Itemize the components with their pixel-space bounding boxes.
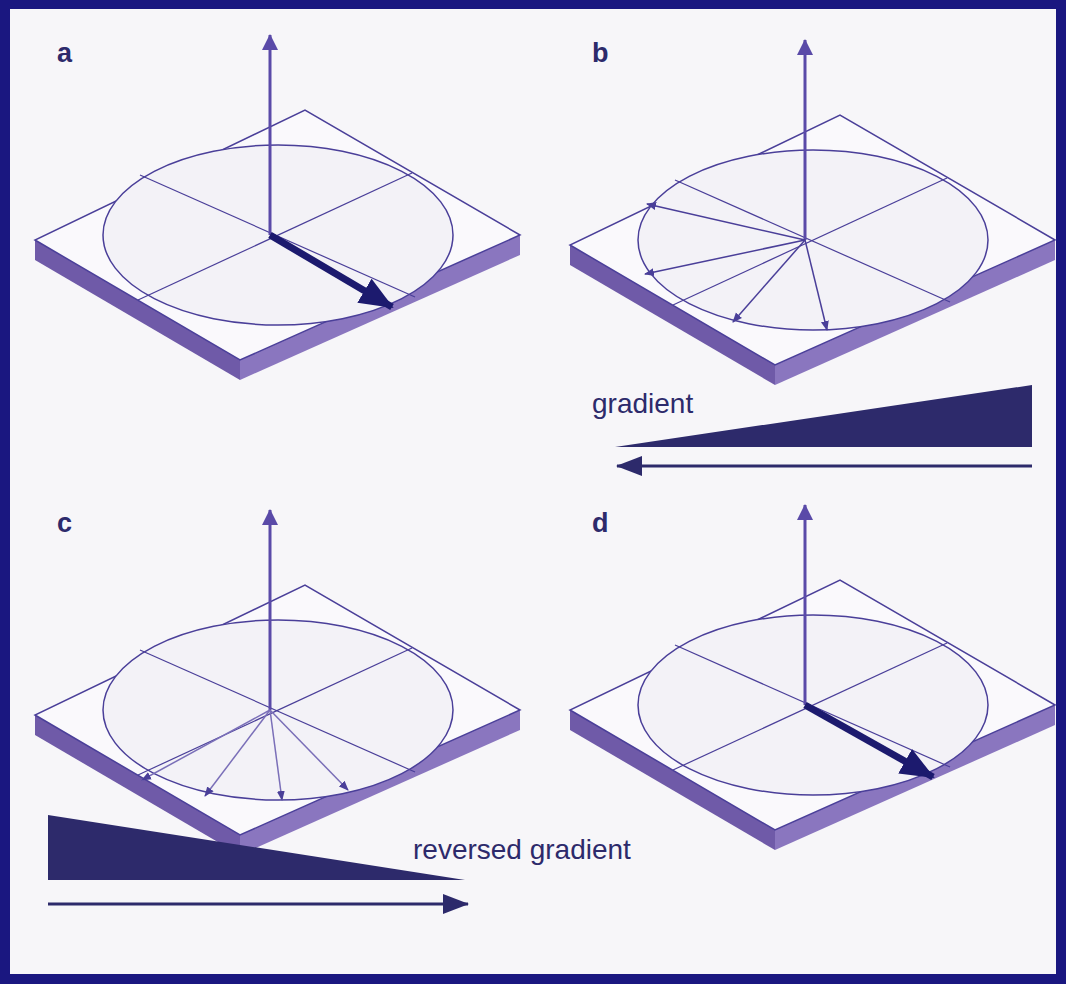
panel-letter: d	[592, 510, 609, 537]
panel-letter: b	[592, 40, 609, 67]
gradient-label: reversed gradient	[413, 836, 631, 864]
panel-letter: c	[57, 510, 72, 537]
panel-letter: a	[57, 40, 72, 67]
gradient-label: gradient	[592, 390, 693, 418]
